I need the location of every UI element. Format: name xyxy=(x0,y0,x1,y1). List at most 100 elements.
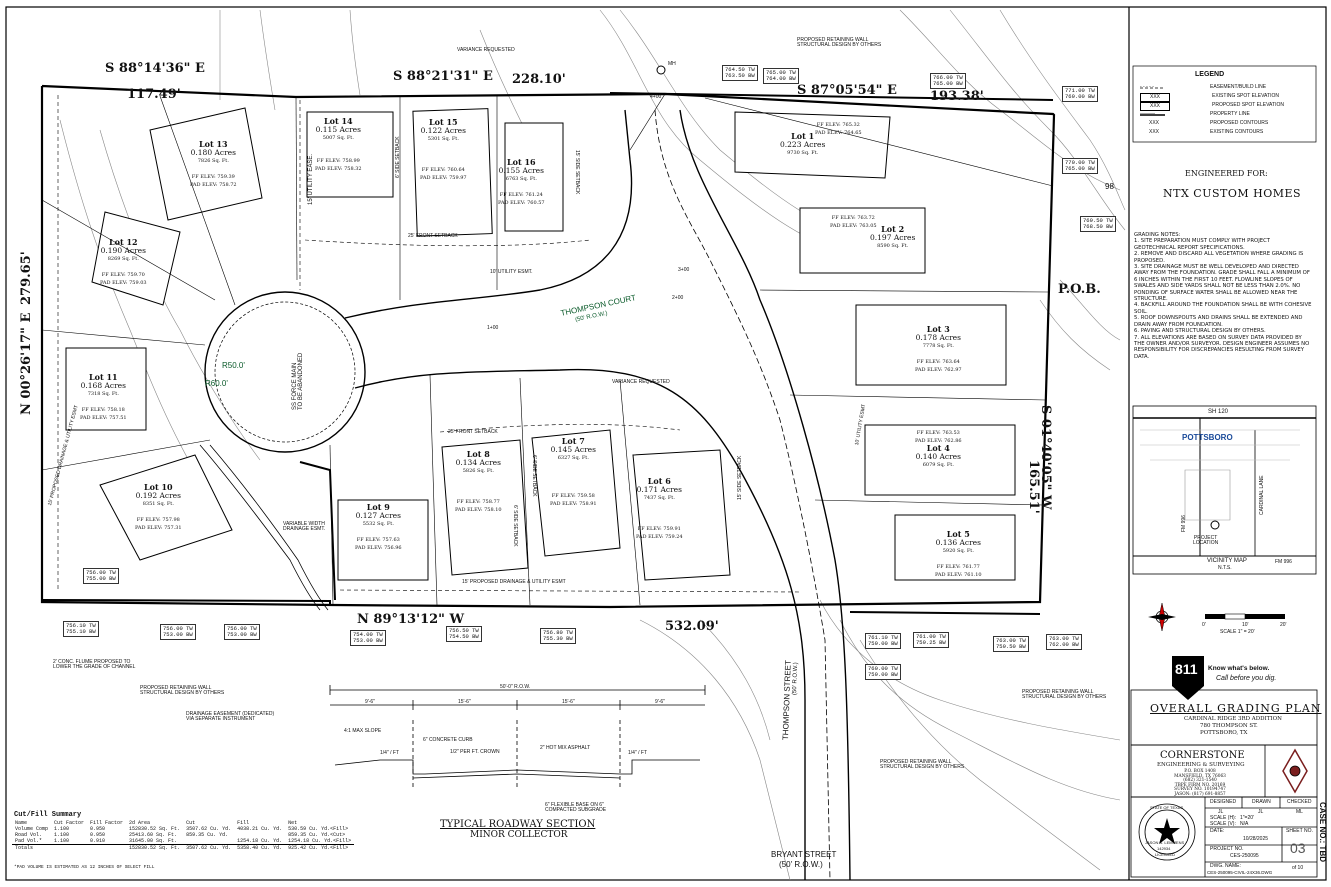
section-crown: 1/2" PER FT. CROWN xyxy=(450,749,500,755)
plan-subdivision: CARDINAL RIDGE 3RD ADDITION xyxy=(1184,716,1282,722)
section-max-slope: 4:1 MAX SLOPE xyxy=(344,728,382,734)
title-block-grid xyxy=(1130,689,1318,878)
vicinity-cardinal: CARDINAL LANE xyxy=(1259,475,1265,515)
roadway-section xyxy=(329,685,706,790)
bryant-street-row: (50' R.O.W.) xyxy=(779,860,823,869)
seal-number: 142934 xyxy=(1157,846,1171,851)
retaining-wall-note-s: PROPOSED RETAINING WALL STRUCTURAL DESIG… xyxy=(880,759,965,770)
811-logo-shape xyxy=(1172,656,1204,700)
tb-case-number: CASE NO.: TBD xyxy=(1318,802,1327,862)
bearing-north-3: S 87°05'54" E xyxy=(797,83,897,98)
section-subtitle: MINOR COLLECTOR xyxy=(470,830,568,840)
setback-lines xyxy=(57,95,801,593)
front-setback-north: 25' FRONT SETBACK xyxy=(408,233,458,239)
distance-98: 98 xyxy=(1105,182,1114,191)
tb-dwg: CES-250095-CIVIL-24X36.DWG xyxy=(1207,870,1273,875)
side-setback-3: 6' SIDE SETBACK xyxy=(531,455,537,497)
tb-checked-header: CHECKED xyxy=(1287,799,1312,805)
utility-ease-label: 15' UTILITY EASE. xyxy=(308,153,314,205)
legend-item: - - - - -EASEMENT/BUILD LINE xyxy=(1140,84,1267,90)
section-curb: 6" CONCRETE CURB xyxy=(423,737,473,743)
station-3: 3+00 xyxy=(678,267,690,273)
tb-drawn-header: DRAWN xyxy=(1252,799,1271,805)
drainage-south-label: 15' PROPOSED DRAINAGE & UTILITY ESMT xyxy=(462,579,566,585)
retaining-walls xyxy=(41,92,1054,615)
legend-symbols xyxy=(1132,65,1317,143)
thompson-court-road xyxy=(204,109,851,881)
station-4: 4+00 xyxy=(650,94,662,100)
cutfill-note: *PAD VOLUME IS ESTIMATED AS 12 INCHES OF… xyxy=(14,865,155,870)
variance-label-1: VARIANCE REQUESTED xyxy=(457,47,515,53)
tb-project-label: PROJECT NO. xyxy=(1210,846,1244,852)
grading-note: 3. SITE DRAINAGE MUST BE WELL DEVELOPED … xyxy=(1134,264,1310,303)
side-setback-5: 15' SIDE SETBACK xyxy=(737,455,743,500)
retaining-wall-note-top: PROPOSED RETAINING WALL STRUCTURAL DESIG… xyxy=(797,37,882,48)
utility-esmt-10: 10' UTILITY ESMT. xyxy=(490,269,533,275)
bearing-east-distance: 165.51' xyxy=(1026,460,1041,514)
bearing-north-2: S 88°21'31" E xyxy=(393,69,493,84)
seal-state: STATE OF TEXAS xyxy=(1150,805,1184,810)
variable-width-label: VARIABLE WIDTH DRAINAGE ESMT. xyxy=(283,521,326,532)
tb-scale-h: 1"=20' xyxy=(1240,815,1254,821)
bearing-south-distance: 532.09' xyxy=(665,619,719,634)
client-name: NTX CUSTOM HOMES xyxy=(1163,187,1302,200)
firm-sub: ENGINEERING & SURVEYING xyxy=(1157,762,1245,768)
811-line-2: Call before you dig. xyxy=(1216,675,1277,682)
side-setback-1: 6' SIDE SETBACK xyxy=(395,136,401,178)
pob-label: P.O.B. xyxy=(1058,282,1101,297)
tb-sheet-number: 03 xyxy=(1290,840,1306,856)
plan-title: OVERALL GRADING PLAN xyxy=(1150,702,1322,715)
station-1: 1+00 xyxy=(487,325,499,331)
tb-scale-v: N/A xyxy=(1240,821,1249,827)
grading-note: 5. ROOF DOWNSPOUTS AND DRAINS SHALL BE E… xyxy=(1134,315,1303,328)
section-slope-left: 1/4" / FT xyxy=(380,750,400,756)
property-boundary xyxy=(40,84,1056,609)
tb-designed: JL xyxy=(1218,809,1224,815)
vicinity-sh120: SH 120 xyxy=(1208,409,1229,415)
radius-50-label: R50.0' xyxy=(222,361,245,370)
distance-117: 117.49' xyxy=(127,87,181,102)
section-dim-3: 15'-6" xyxy=(562,699,575,705)
radius-60-label: R60.0' xyxy=(205,379,228,388)
tb-scale-v-label: SCALE (V): xyxy=(1210,821,1236,827)
vicinity-title: VICINITY MAP xyxy=(1207,558,1247,564)
tb-date-label: DATE: xyxy=(1210,828,1225,834)
engineered-for-label: ENGINEERED FOR: xyxy=(1185,169,1268,178)
scale-twenty: 20' xyxy=(1280,622,1287,628)
station-2: 2+00 xyxy=(672,295,684,301)
vicinity-fm996-b: FM 996 xyxy=(1275,559,1292,565)
bearing-north-2-distance: 228.10' xyxy=(512,72,566,87)
ss-force-main-label: SS FORCE MAIN TO BE ABANDONED xyxy=(292,352,304,410)
front-setback-south: 25' FRONT SETBACK xyxy=(448,429,498,435)
